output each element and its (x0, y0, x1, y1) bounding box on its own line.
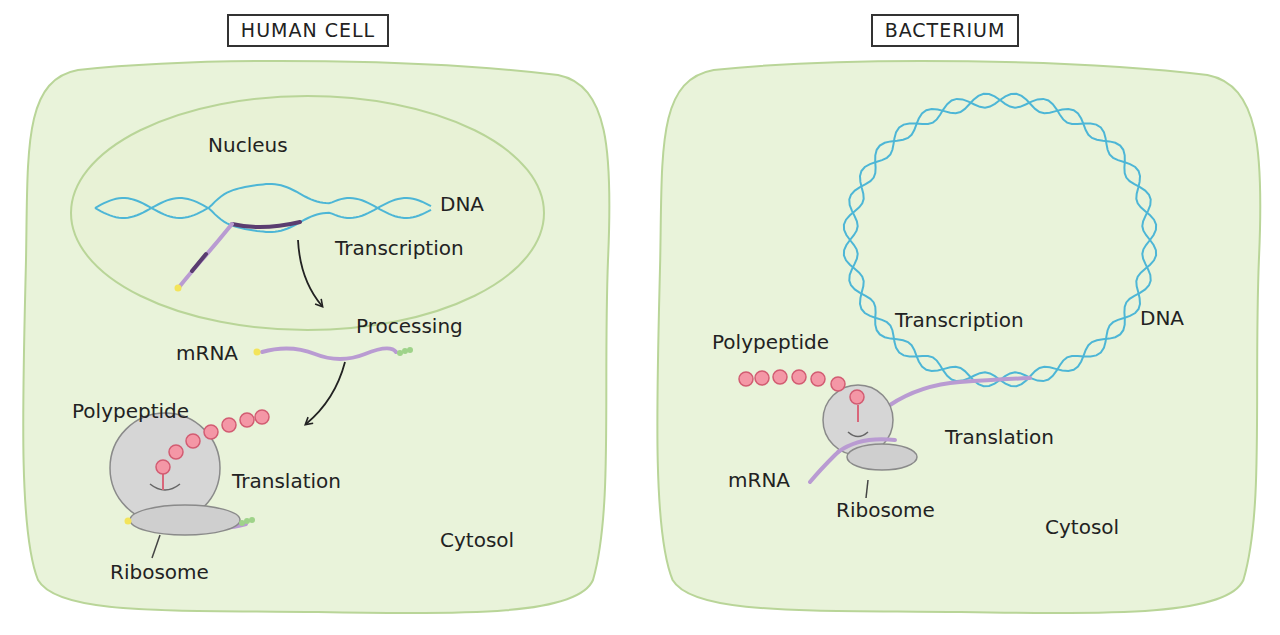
cell-outline (657, 61, 1260, 613)
peptide-bond (162, 474, 164, 490)
process-label: Processing (356, 314, 463, 338)
cap (125, 518, 132, 525)
structure-label: Ribosome (110, 560, 209, 584)
ribosome-small (130, 505, 240, 535)
flow-arrow (306, 362, 345, 424)
cell-title: HUMAN CELL (227, 14, 389, 47)
region-label: Cytosol (440, 528, 514, 552)
cap (175, 285, 182, 292)
flow-arrow (298, 240, 322, 306)
region-label: Cytosol (1045, 515, 1119, 539)
structure-label: Ribosome (836, 498, 935, 522)
process-label: Translation (232, 469, 341, 493)
ribosome-site (150, 484, 180, 490)
mrna (262, 348, 396, 359)
polypeptide-chain (739, 370, 864, 404)
poly-a-tail (239, 517, 255, 526)
molecule-label: mRNA (728, 468, 790, 492)
process-label: Transcription (895, 308, 1024, 332)
dna-strand (95, 198, 431, 232)
poly-a-tail (397, 347, 413, 356)
process-label: Transcription (335, 236, 464, 260)
molecule-label: mRNA (176, 341, 238, 365)
rna-transcript (232, 222, 300, 227)
exon (192, 254, 206, 271)
leader-line (866, 480, 868, 498)
cell-title: BACTERIUM (871, 14, 1020, 47)
organelle-label: Nucleus (208, 133, 288, 157)
dna-strand (844, 94, 1156, 386)
dna-strand (95, 184, 431, 218)
dna-strand (844, 94, 1156, 386)
cap (254, 349, 261, 356)
molecule-label: Polypeptide (712, 330, 829, 354)
ribosome-site (848, 432, 868, 437)
rna-transcript (180, 224, 232, 286)
ribosome-small (847, 444, 917, 470)
cell: HUMAN CELLCytosolNucleus (18, 60, 613, 620)
structure-label: DNA (1140, 306, 1184, 330)
structure-label: DNA (440, 192, 484, 216)
nucleus-outline (71, 96, 544, 330)
cell-outline (23, 61, 609, 613)
molecule-label: Polypeptide (72, 399, 189, 423)
peptide-bond (857, 405, 859, 422)
leader-line (152, 535, 160, 558)
process-label: Translation (945, 425, 1054, 449)
